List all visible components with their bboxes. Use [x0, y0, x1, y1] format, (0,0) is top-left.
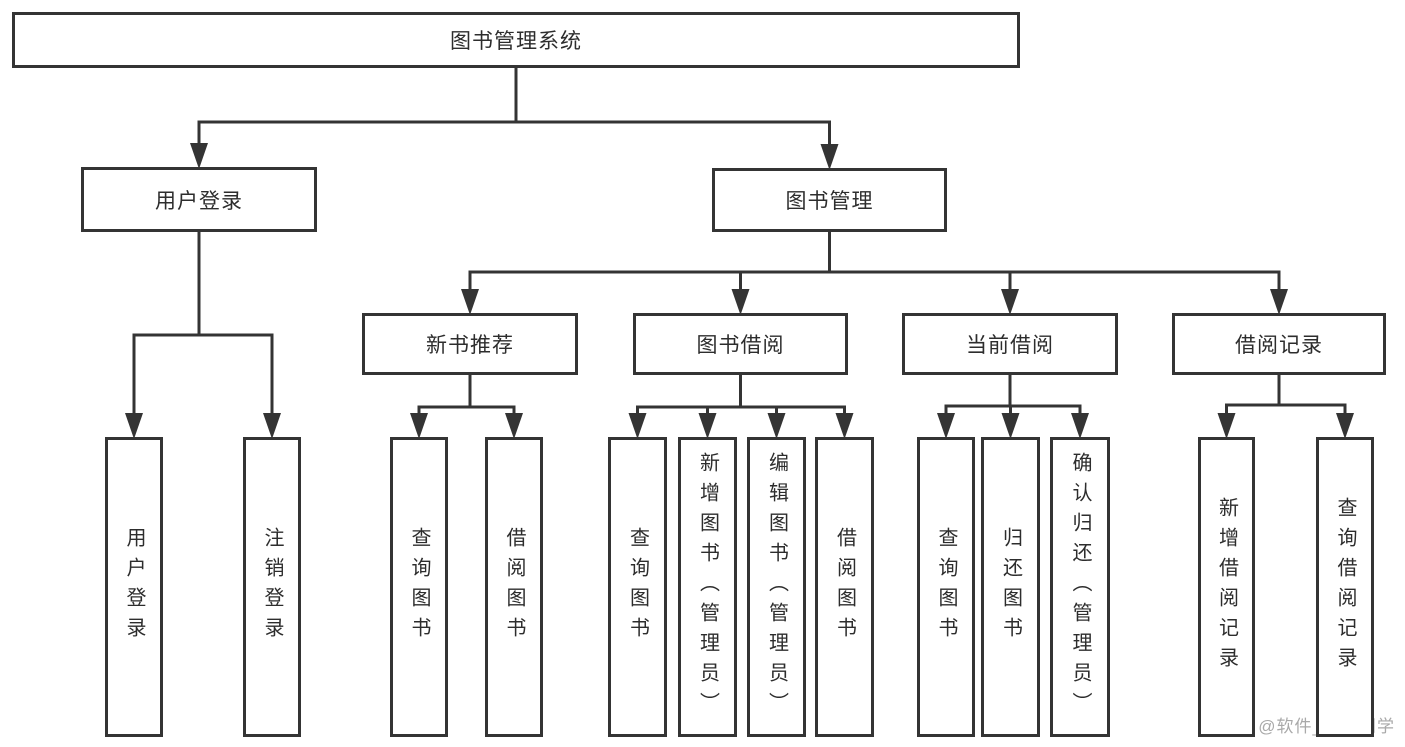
node-bb-edit-books: 编辑图书（管理员） [747, 437, 806, 737]
node-label-current-borrow: 当前借阅 [966, 334, 1054, 357]
node-login-action: 用户登录 [105, 437, 163, 737]
node-label-cb-query-books: 查询图书 [935, 527, 957, 647]
node-logout-action: 注销登录 [243, 437, 301, 737]
node-label-cb-confirm-return: 确认归还（管理员） [1069, 452, 1091, 722]
node-label-br-query-record: 查询借阅记录 [1334, 497, 1356, 677]
node-label-book-borrow: 图书借阅 [696, 334, 785, 357]
node-label-br-add-record: 新增借阅记录 [1215, 497, 1238, 677]
edge-new-books [410, 373, 523, 439]
node-cb-confirm-return: 确认归还（管理员） [1050, 437, 1110, 737]
node-label-user-login: 用户登录 [155, 189, 243, 213]
node-label-bb-borrow-books: 借阅图书 [833, 527, 856, 647]
node-label-bb-query-books: 查询图书 [626, 527, 649, 647]
node-bb-query-books: 查询图书 [608, 437, 667, 737]
node-bb-add-books: 新增图书（管理员） [678, 437, 737, 737]
node-current-borrow: 当前借阅 [902, 313, 1118, 375]
node-label-book-mgmt: 图书管理 [785, 190, 874, 213]
node-label-login-action: 用户登录 [123, 527, 145, 647]
edge-borrow-records [1217, 373, 1354, 439]
edge-root [190, 66, 839, 170]
node-label-bb-add-books: 新增图书（管理员） [696, 452, 719, 722]
node-label-root: 图书管理系统 [450, 30, 582, 53]
node-new-books: 新书推荐 [362, 313, 578, 375]
node-cb-query-books: 查询图书 [917, 437, 975, 737]
node-nb-query-books: 查询图书 [390, 437, 448, 737]
node-nb-borrow-books: 借阅图书 [485, 437, 543, 737]
edge-book-mgmt [461, 230, 1288, 315]
node-label-new-books: 新书推荐 [426, 334, 514, 357]
node-br-query-record: 查询借阅记录 [1316, 437, 1374, 737]
node-cb-return-books: 归还图书 [981, 437, 1040, 737]
node-label-logout-action: 注销登录 [261, 527, 283, 647]
node-book-mgmt: 图书管理 [712, 168, 947, 232]
node-label-nb-borrow-books: 借阅图书 [503, 527, 525, 647]
edge-book-borrow [628, 373, 854, 439]
node-borrow-records: 借阅记录 [1172, 313, 1386, 375]
node-br-add-record: 新增借阅记录 [1198, 437, 1255, 737]
node-bb-borrow-books: 借阅图书 [815, 437, 874, 737]
edge-user-login [125, 230, 281, 439]
node-label-bb-edit-books: 编辑图书（管理员） [765, 452, 788, 722]
edge-current-borrow [937, 373, 1089, 439]
node-user-login: 用户登录 [81, 167, 317, 232]
node-label-nb-query-books: 查询图书 [408, 527, 430, 647]
node-label-borrow-records: 借阅记录 [1235, 334, 1323, 357]
node-root: 图书管理系统 [12, 12, 1020, 68]
node-book-borrow: 图书借阅 [633, 313, 848, 375]
node-label-cb-return-books: 归还图书 [999, 527, 1022, 647]
